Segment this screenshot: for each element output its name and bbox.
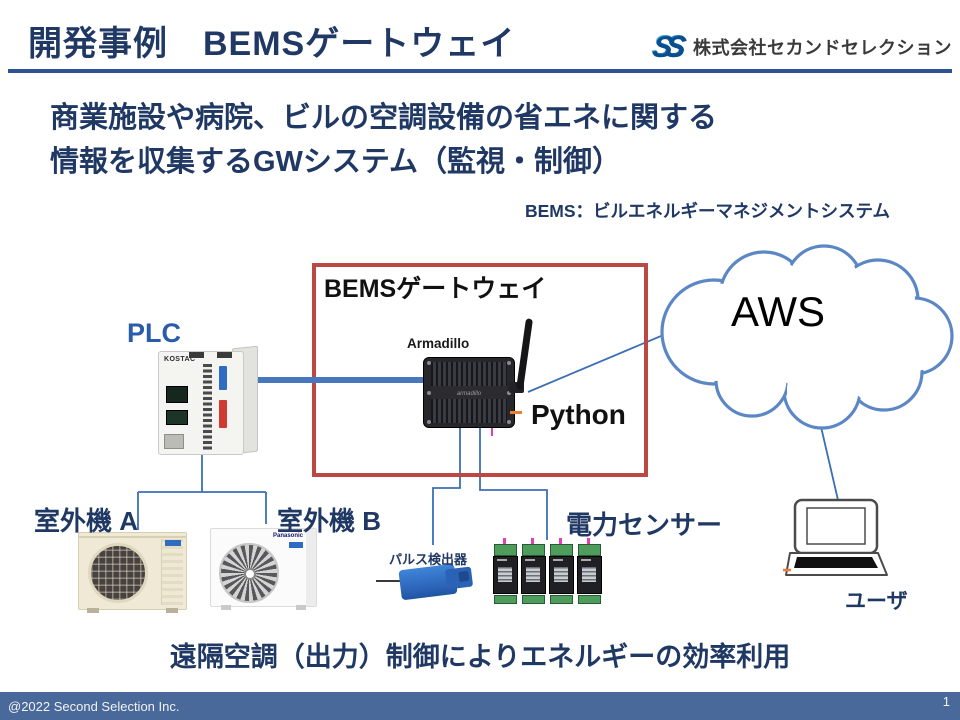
unit-a-top-line [79,536,186,538]
unit-b-foot [296,605,306,610]
sensor-display [526,567,540,582]
unit-a-fan-grille [88,543,148,603]
bottom-message: 遠隔空調（出力）制御によりエネルギーの効率利用 [169,642,791,672]
power-sensor-module [549,538,574,604]
lead-text: 商業施設や病院、ビルの空調設備の省エネに関する 情報を収集するGWシステム（監視… [50,96,717,184]
plc-top-tab [189,352,204,358]
screw [427,361,431,365]
user-laptop [783,498,888,576]
python-label: Python [531,399,626,430]
sensor-wire-stub [559,538,562,546]
unit-b-badge [289,542,303,548]
armadillo-logo-text: armadillo [456,390,482,397]
plc-label: PLC [127,318,181,348]
pulse-detector-head [444,566,474,590]
sensor-terminal [578,595,601,604]
plc-top-tab [217,352,232,358]
page-number: 1 [942,694,950,709]
sensor-terminal [550,595,573,604]
plc-brand-label: KOSTAC [164,356,196,363]
plc-ethernet-port [166,410,188,425]
title-divider [8,69,952,73]
bems-gateway-label: BEMSゲートウェイ [324,275,547,303]
plc-terminal-strip [203,364,212,450]
plc-out-strip [219,400,227,428]
armadillo-fins [431,399,507,423]
aws-cloud: AWS [660,244,954,430]
sensor-terminal [522,544,545,556]
plc-gateway-link [250,377,426,383]
sensor-body [521,556,546,594]
power-sensor-label: 電力センサー [566,510,723,540]
sensor-body [577,556,602,594]
armadillo-device: armadillo [423,357,515,428]
unit-a-foot [87,608,99,613]
bems-definition-note: BEMS：ビルエネルギーマネジメントシステム [524,201,890,221]
plc-in-strip [219,366,227,390]
sensor-display [554,567,568,582]
unit-a-badge [165,540,181,546]
laptop-screen-inner [806,507,866,545]
sensor-display [498,567,512,582]
screw [507,361,511,365]
sensor-body [549,556,574,594]
unit-b-foot [221,605,231,610]
pulse-detector-device [376,561,476,603]
company-logo: SS 株式会社セカンドセレクション [650,28,953,66]
outdoor-unit-b: Panasonic [210,528,317,610]
sensor-wire-stub [531,538,534,546]
lead-line-1: 商業施設や病院、ビルの空調設備の省エネに関する [50,102,718,134]
armadillo-fins [431,362,507,386]
lead-line-2: 情報を収集するGWシステム（監視・制御） [50,146,622,178]
plc-device: KOSTAC [158,345,260,457]
sensor-wire-stub [587,538,590,546]
armadillo-label: Armadillo [407,336,470,351]
power-sensor-module [521,538,546,604]
plc-connector [164,434,184,449]
sensor-terminal [578,544,601,556]
sensor-terminal [550,544,573,556]
user-label: ユーザ [845,590,908,613]
pulse-detector-wire [376,580,408,582]
sensor-terminal [522,595,545,604]
outdoor-unit-a-label: 室外機 A [34,506,139,536]
unit-a-side-panel [161,539,183,605]
company-logo-icon: SS [650,30,689,64]
unit-b-fan [219,543,279,603]
page-title: 開発事例 BEMSゲートウェイ [28,25,516,63]
screw [507,420,511,424]
power-sensor-group [493,538,602,604]
unit-b-fan-hub [244,568,256,580]
laptop-base [785,552,888,576]
laptop-screen [793,498,879,555]
aws-label: AWS [731,288,825,335]
outdoor-unit-b-label: 室外機 B [277,506,382,536]
screw [427,391,431,395]
copyright-text: @2022 Second Selection Inc. [8,699,180,714]
company-name: 株式会社セカンドセレクション [693,38,953,58]
outdoor-unit-a [78,532,187,613]
plc-ethernet-port [166,386,188,403]
armadillo-band: armadillo [431,386,507,401]
unit-b-brand-label: Panasonic [272,533,303,539]
sensor-wire-stub [503,538,506,546]
python-pointer-dash [510,411,522,414]
screw [427,420,431,424]
screw [507,391,511,395]
unit-a-foot [166,608,178,613]
sensor-terminal [494,544,517,556]
laptop-keyboard [794,557,878,568]
sensor-body [493,556,518,594]
sensor-display [582,567,596,582]
sensor-terminal [494,595,517,604]
plc-front-panel: KOSTAC [158,351,244,455]
footer-bar: @2022 Second Selection Inc. 1 [0,692,960,720]
power-sensor-module [577,538,602,604]
pulse-detector-label: パルス検出器 [389,552,468,567]
power-sensor-module [493,538,518,604]
